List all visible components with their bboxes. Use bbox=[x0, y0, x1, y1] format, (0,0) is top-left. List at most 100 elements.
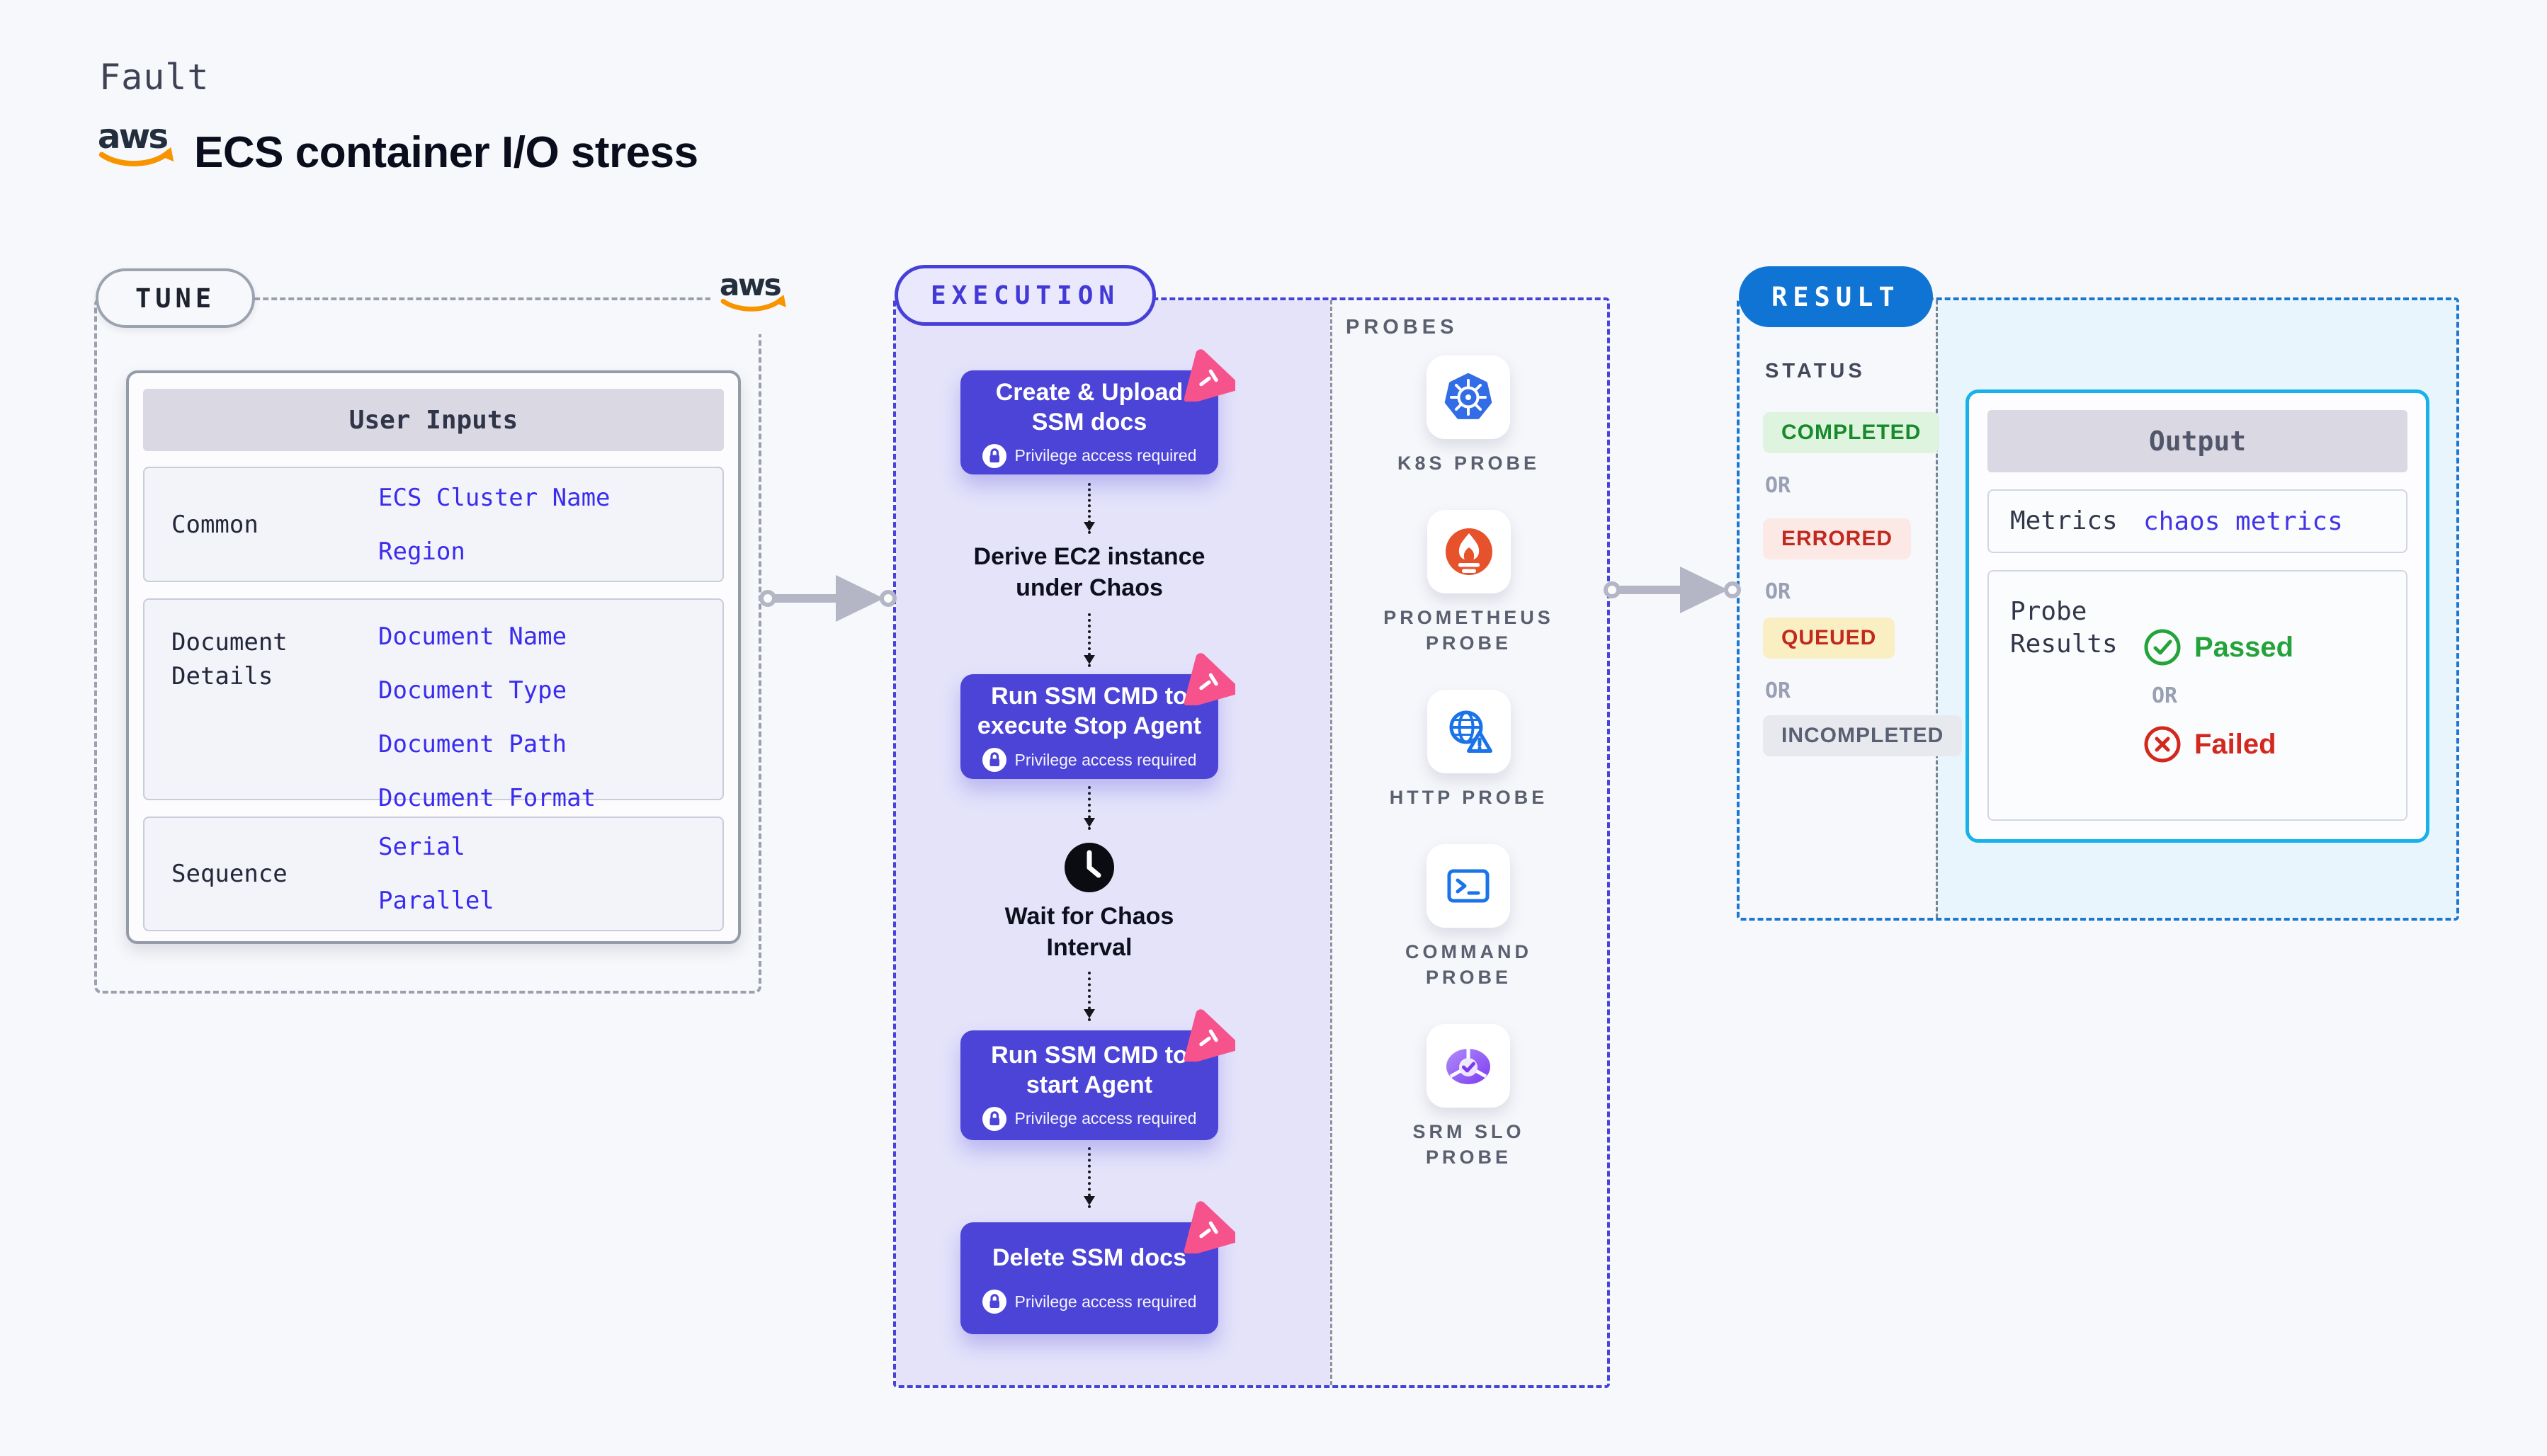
status-badge-errored: ERRORED bbox=[1763, 518, 1912, 559]
privilege-label: Privilege access required bbox=[1014, 446, 1197, 465]
slo-donut-check-icon bbox=[1446, 1048, 1491, 1084]
check-circle-icon bbox=[2144, 629, 2181, 666]
failed-label: Failed bbox=[2194, 728, 2276, 760]
row-document-details: Document Details Document Name Document … bbox=[143, 598, 724, 812]
lock-icon bbox=[982, 1290, 1006, 1314]
lock-icon bbox=[982, 1106, 1006, 1131]
input-value: Document Name bbox=[378, 622, 567, 651]
or-label: OR bbox=[1765, 473, 1791, 498]
failed-row: Failed bbox=[2143, 725, 2406, 763]
privilege-row: Privilege access required bbox=[982, 1106, 1196, 1131]
user-inputs-title: User Inputs bbox=[143, 389, 724, 451]
result-pill: RESULT bbox=[1739, 266, 1933, 327]
lock-icon bbox=[982, 748, 1006, 772]
tune-section-box bbox=[94, 297, 761, 994]
step-title: Delete SSM docs bbox=[992, 1244, 1186, 1271]
output-title: Output bbox=[1987, 410, 2407, 472]
probe-prometheus: PROMETHEUS PROBE bbox=[1383, 510, 1554, 656]
or-label: OR bbox=[1765, 678, 1791, 703]
step-run-ssm-start-agent: Run SSM CMD to start Agent Privilege acc… bbox=[960, 1030, 1218, 1140]
chaos-flag-icon bbox=[1179, 348, 1235, 402]
user-inputs-rows: Common ECS Cluster Name Region Document … bbox=[143, 467, 724, 931]
clock-icon bbox=[1065, 843, 1114, 892]
metrics-label: Metrics bbox=[2010, 506, 2118, 535]
probe-label: PROMETHEUS PROBE bbox=[1383, 607, 1554, 654]
probe-results-values: Passed OR Failed bbox=[2143, 596, 2406, 819]
prometheus-icon bbox=[1445, 528, 1492, 575]
terminal-icon bbox=[1447, 869, 1490, 903]
fault-category-label: Fault bbox=[99, 57, 210, 98]
input-value: Region bbox=[378, 537, 465, 566]
row-label: Common bbox=[171, 510, 259, 539]
probe-card bbox=[1426, 690, 1511, 773]
chaos-flag-icon bbox=[1179, 1200, 1235, 1253]
status-header: STATUS bbox=[1765, 360, 1866, 382]
aws-logo-small bbox=[718, 268, 790, 314]
derive-ec2-text: Derive EC2 instance under Chaos bbox=[973, 543, 1206, 601]
privilege-row: Privilege access required bbox=[982, 748, 1197, 772]
row-values: ECS Cluster Name Region bbox=[378, 468, 722, 581]
aws-logo bbox=[96, 116, 178, 170]
probe-command: COMMAND PROBE bbox=[1405, 844, 1532, 990]
privilege-row: Privilege access required bbox=[982, 1290, 1196, 1314]
row-values: Document Name Document Type Document Pat… bbox=[378, 600, 722, 812]
probes-panel-background bbox=[1330, 300, 1607, 1385]
input-value: ECS Cluster Name bbox=[378, 483, 611, 512]
passed-row: Passed bbox=[2143, 628, 2406, 666]
passed-label: Passed bbox=[2194, 631, 2294, 663]
step-delete-ssm-docs: Delete SSM docs Privilege access require… bbox=[960, 1222, 1218, 1334]
probe-card bbox=[1426, 510, 1511, 593]
input-value: Serial bbox=[378, 833, 465, 861]
probe-label: SRM SLO PROBE bbox=[1412, 1121, 1525, 1168]
probe-card bbox=[1426, 356, 1511, 439]
http-globe-warning-icon bbox=[1449, 710, 1492, 753]
metrics-row: Metrics chaos metrics bbox=[1987, 489, 2407, 553]
probe-results-label: Probe Results bbox=[2010, 597, 2118, 659]
probe-label: COMMAND PROBE bbox=[1405, 941, 1532, 988]
input-value: Document Path bbox=[378, 730, 567, 758]
input-value: Document Type bbox=[378, 676, 567, 705]
lock-icon bbox=[982, 443, 1006, 468]
input-value: Parallel bbox=[378, 887, 494, 915]
execution-flow-background bbox=[896, 300, 1330, 1385]
chaos-flag-icon bbox=[1179, 1008, 1235, 1062]
probes-panel: PROBES K8S PROBE bbox=[1327, 297, 1610, 1388]
metrics-value: chaos metrics bbox=[2143, 506, 2343, 536]
probe-card bbox=[1426, 1024, 1511, 1108]
kubernetes-icon bbox=[1445, 373, 1492, 419]
tune-pill: TUNE bbox=[96, 268, 256, 328]
flow-arrow-down-icon bbox=[1084, 786, 1095, 830]
user-inputs-card: User Inputs Common ECS Cluster Name Regi… bbox=[126, 370, 741, 944]
probes-list: K8S PROBE PROMETHEUS PROBE bbox=[1327, 356, 1610, 1170]
status-badge-incompleted: INCOMPLETED bbox=[1763, 715, 1963, 756]
step-title: Run SSM CMD to execute Stop Agent bbox=[977, 683, 1202, 739]
probe-card bbox=[1426, 844, 1511, 928]
privilege-row: Privilege access required bbox=[982, 443, 1197, 468]
flow-arrow-down-icon bbox=[1084, 972, 1095, 1021]
step-create-upload-ssm-docs: Create & Upload SSM docs Privilege acces… bbox=[960, 370, 1218, 474]
probe-http: HTTP PROBE bbox=[1390, 690, 1548, 810]
or-label: OR bbox=[2152, 683, 2178, 708]
wait-for-chaos-text: Wait for Chaos Interval bbox=[1004, 903, 1174, 961]
chaos-flag-icon bbox=[1179, 652, 1235, 705]
or-label: OR bbox=[1765, 579, 1791, 604]
flow-arrow-down-icon bbox=[1084, 613, 1095, 667]
execution-pill: EXECUTION bbox=[895, 265, 1157, 326]
flow-arrow-down-icon bbox=[1084, 1147, 1095, 1208]
tune-aws-logo-patch bbox=[710, 248, 798, 334]
row-label: Document Details bbox=[171, 628, 288, 690]
privilege-label: Privilege access required bbox=[1014, 750, 1197, 769]
probes-to-result-arrow bbox=[1604, 557, 1742, 623]
page-title: ECS container I/O stress bbox=[194, 128, 698, 177]
row-sequence: Sequence Serial Parallel bbox=[143, 817, 724, 931]
step-title: Run SSM CMD to start Agent bbox=[991, 1041, 1188, 1098]
probe-label: K8S PROBE bbox=[1397, 453, 1541, 474]
wait-clock bbox=[960, 841, 1218, 894]
probe-srm-slo: SRM SLO PROBE bbox=[1412, 1024, 1524, 1170]
row-values: Serial Parallel bbox=[378, 818, 722, 930]
probe-label: HTTP PROBE bbox=[1389, 787, 1548, 808]
probe-results-row: Probe Results Passed OR Failed bbox=[1987, 570, 2407, 821]
probe-k8s: K8S PROBE bbox=[1397, 356, 1540, 476]
x-circle-icon bbox=[2144, 726, 2181, 763]
